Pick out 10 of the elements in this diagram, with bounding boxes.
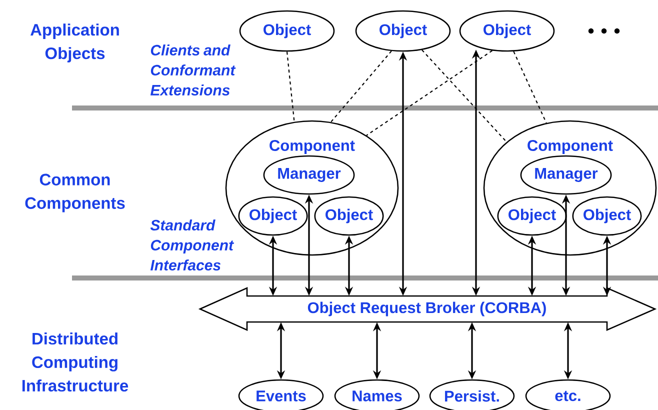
interface-note: Clients and Conformant Extensions [150,44,236,96]
dashed-line [330,50,392,122]
dashed-line [366,50,493,136]
interface-note: Standard Component Interfaces [150,220,234,270]
layer-label: Application Objects [30,24,119,62]
dashed-line [286,52,295,122]
layer-label: Common Components [25,174,125,212]
dashed-line [513,51,547,124]
dashed-line [422,50,507,142]
layer-label: Distributed Computing Infrastructure [22,332,128,392]
